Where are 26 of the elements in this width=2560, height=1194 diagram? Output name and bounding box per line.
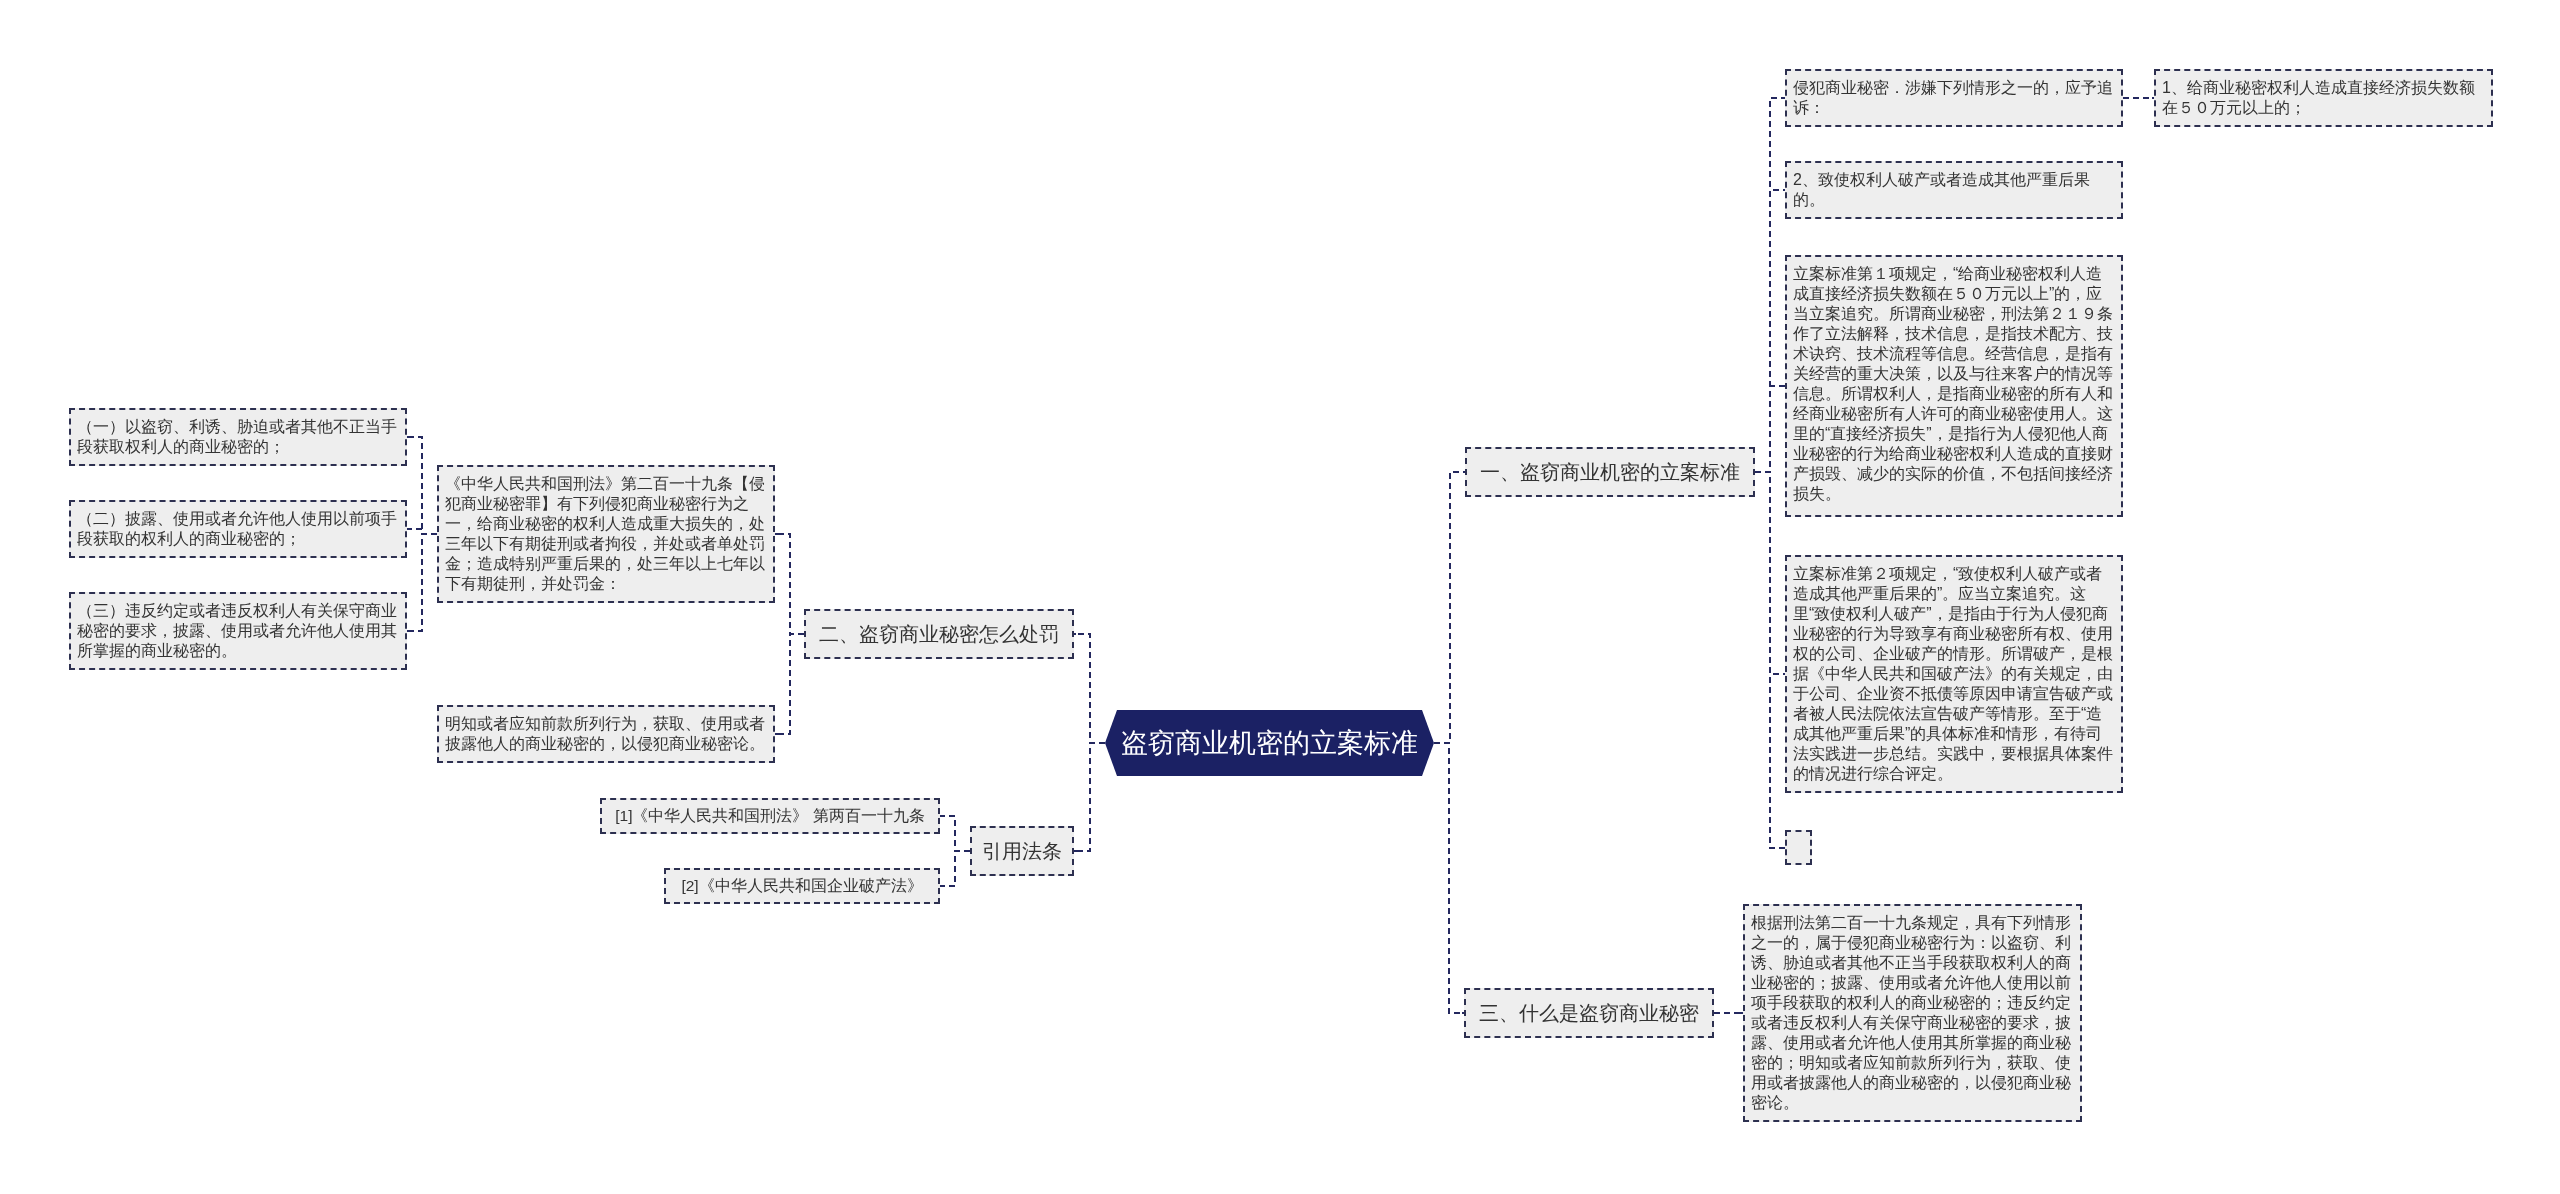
connector <box>1713 1012 1744 1014</box>
connector <box>774 633 805 735</box>
note-box: （三）违反约定或者违反权利人有关保守商业秘密的要求，披露、使用或者允许他人使用其所掌握的商业秘密的。 <box>69 592 407 670</box>
connector <box>406 533 438 632</box>
central-topic: 盗窃商业机密的立案标准 <box>1105 710 1434 776</box>
topic-box: 二、盗窃商业秘密怎么处罚 <box>804 609 1074 659</box>
note-box: （一）以盗窃、利诱、胁迫或者其他不正当手段获取权利人的商业秘密的； <box>69 408 407 466</box>
topic-box: 引用法条 <box>970 826 1074 876</box>
note-box: [2]《中华人民共和国企业破产法》 <box>664 868 940 904</box>
note-box: 根据刑法第二百一十九条规定，具有下列情形之一的，属于侵犯商业秘密行为：以盗窃、利诱、胁迫或者其他不正当手段获取权利人的商业秘密的；披露、使用或者允许他人使用以前项手段获取的权利人的商业秘密的；违反约定或者违反权利人有关保守商业秘密的要求，披露、使用或者允许他人使用其所掌握的商业秘密的；明知或者应知前款所列行为，获取、使用或者披露他人的商业秘密的，以侵犯商业秘密论。 <box>1743 904 2082 1122</box>
connector <box>939 850 971 887</box>
note-box: [1]《中华人民共和国刑法》 第两百一十九条 <box>600 798 940 834</box>
connector <box>1433 742 1465 1014</box>
note-box: （二）披露、使用或者允许他人使用以前项手段获取的权利人的商业秘密的； <box>69 500 407 558</box>
note-box: 明知或者应知前款所列行为，获取、使用或者披露他人的商业秘密的，以侵犯商业秘密论。 <box>437 705 775 763</box>
note-box: 1、给商业秘密权利人造成直接经济损失数额在５０万元以上的； <box>2154 69 2493 127</box>
note-box: 立案标准第２项规定，“致使权利人破产或者造成其他严重后果的”。应当立案追究。这里“致使权利人破产”，是指由于行为人侵犯商业秘密的行为导致享有商业秘密所有权、使用权的公司、企业破产的情形。所谓破产，是根据《中华人民共和国破产法》的有关规定，由于公司、企业资不抵债等原因申请宣告破产或者被人民法院依法宣告破产等情形。至于“造成其他严重后果”的具体标准和情形，有待司法实践进一步总结。实践中，要根据具体案件的情况进行综合评定。 <box>1785 555 2123 793</box>
note-box: 侵犯商业秘密．涉嫌下列情形之一的，应予追诉： <box>1785 69 2123 127</box>
note-box: 《中华人民共和国刑法》第二百一十九条【侵犯商业秘密罪】有下列侵犯商业秘密行为之一，给商业秘密的权利人造成重大损失的，处三年以下有期徒刑或者拘役，并处或者单处罚金；造成特别严重后果的，处三年以上七年以下有期徒刑，并处罚金： <box>437 465 775 603</box>
note-box: 立案标准第１项规定，“给商业秘密权利人造成直接经济损失数额在５０万元以上”的，应当立案追究。所谓商业秘密，刑法第２１９条作了立法解释，技术信息，是指技术配方、技术诀窍、技术流程等信息。经营信息，是指有关经营的重大决策，以及与往来客户的情况等信息。所谓权利人，是指商业秘密的所有人和经商业秘密所有人许可的商业秘密使用人。这里的“直接经济损失”，是指行为人侵犯他人商业秘密的行为给商业秘密权利人造成的直接财产损毁、减少的实际的价值，不包括间接经济损失。 <box>1785 255 2123 517</box>
note-box: 2、致使权利人破产或者造成其他严重后果的。 <box>1785 161 2123 219</box>
topic-box: 一、盗窃商业机密的立案标准 <box>1465 447 1755 497</box>
connector <box>2122 97 2155 99</box>
topic-box: 三、什么是盗窃商业秘密 <box>1464 988 1714 1038</box>
connector <box>1073 742 1106 852</box>
empty-box <box>1785 830 1812 865</box>
